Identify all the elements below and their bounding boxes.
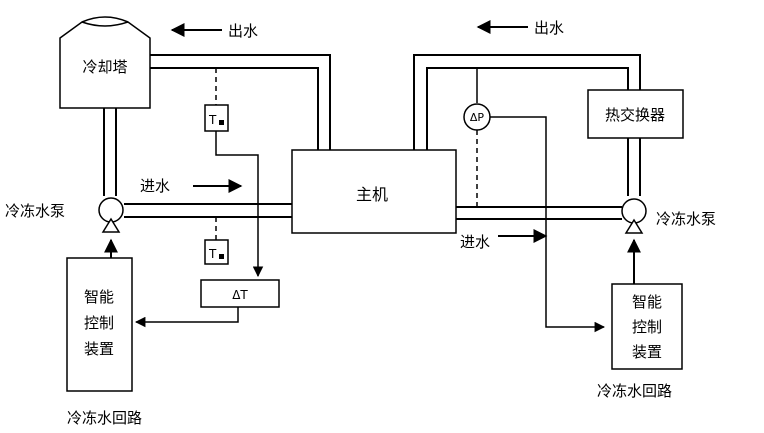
left-riser-pipe <box>103 108 117 196</box>
cooling-tower: 冷却塔 <box>59 16 151 109</box>
controller-right-line-2: 控制 <box>632 318 662 336</box>
delta-p-sensor: ΔP <box>463 68 491 207</box>
cooling-outlet-pipe <box>150 54 331 150</box>
signal-deltap-to-controller <box>490 116 606 333</box>
loop-right-label: 冷冻水回路 <box>597 382 672 400</box>
outlet-right-indicator: 出水 <box>476 19 564 37</box>
controller-left-line-2: 控制 <box>84 314 114 332</box>
outlet-left-label: 出水 <box>228 22 258 40</box>
inlet-right-indicator: 进水 <box>460 229 548 251</box>
pump-right: 冷冻水泵 <box>621 198 716 234</box>
heat-exchanger-label: 热交换器 <box>605 106 665 124</box>
signal-temp-to-deltat <box>215 131 264 278</box>
pump-right-label: 冷冻水泵 <box>656 210 716 228</box>
controller-left-line-1: 智能 <box>84 288 114 306</box>
pump-left: 冷冻水泵 <box>5 197 124 233</box>
controller-right-line-1: 智能 <box>632 293 662 311</box>
main-unit-label: 主机 <box>356 185 388 204</box>
temp-sensor-bottom-label: T <box>208 247 217 261</box>
inlet-left-label: 进水 <box>140 177 170 195</box>
controller-right-line-3: 装置 <box>632 343 662 361</box>
temp-sensor-top: T <box>204 68 229 132</box>
loop-left-label: 冷冻水回路 <box>67 409 142 427</box>
temp-sensor-top-label: T <box>208 113 217 127</box>
controller-left: 智能 控制 装置 <box>66 257 133 392</box>
cooling-tower-label: 冷却塔 <box>82 58 127 76</box>
right-riser-pipe <box>627 138 641 196</box>
main-unit: 主机 <box>291 149 457 234</box>
delta-t-unit: ΔT <box>200 279 280 308</box>
delta-p-label: ΔP <box>470 111 485 124</box>
signal-deltat-to-controller <box>134 307 239 328</box>
inlet-right-label: 进水 <box>460 233 490 251</box>
inlet-left-indicator: 进水 <box>140 177 243 195</box>
controller-right: 智能 控制 装置 <box>611 283 683 370</box>
left-inlet-pipe <box>124 203 292 218</box>
right-inlet-pipe <box>456 206 622 220</box>
temp-sensor-bottom: T <box>204 217 229 265</box>
heat-exchanger: 热交换器 <box>587 89 684 139</box>
outlet-left-indicator: 出水 <box>170 22 258 40</box>
outlet-right-label: 出水 <box>534 19 564 37</box>
controller-left-line-3: 装置 <box>84 340 114 358</box>
pump-left-label: 冷冻水泵 <box>5 202 65 220</box>
right-outlet-pipe <box>413 54 641 150</box>
delta-t-label: ΔT <box>232 288 248 302</box>
